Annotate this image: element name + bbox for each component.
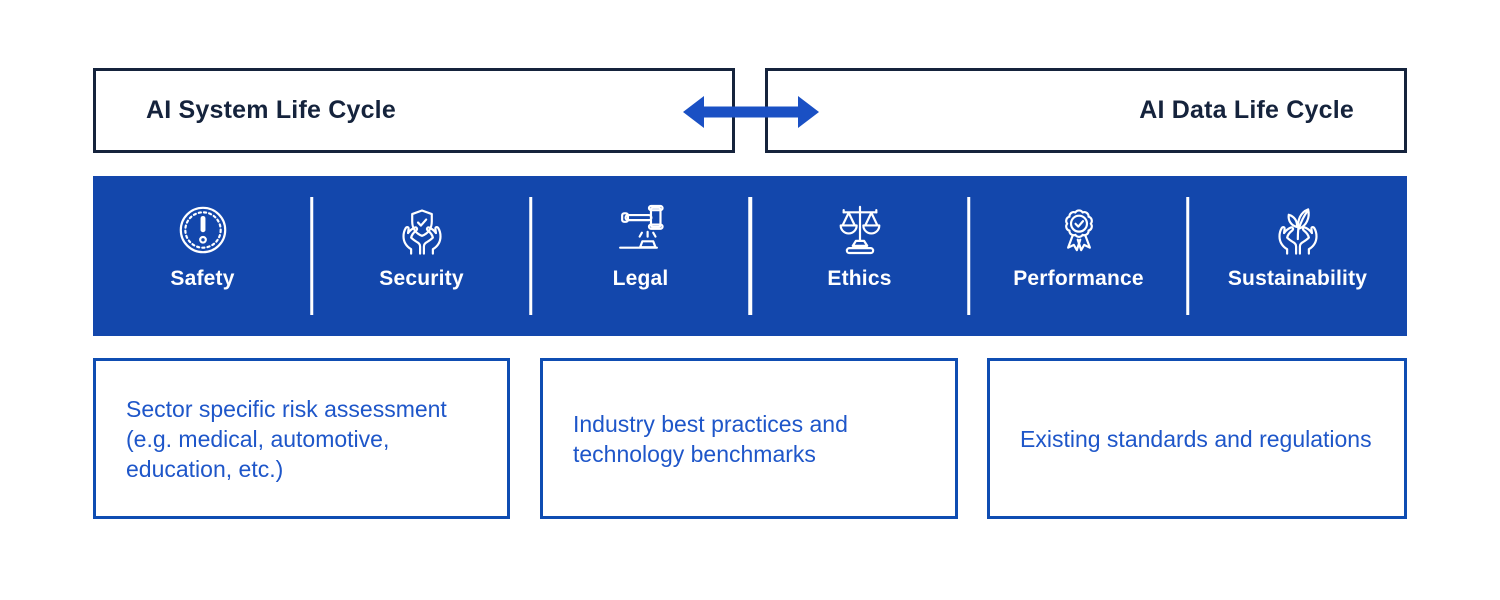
band-divider bbox=[967, 197, 971, 315]
pillar-safety: Safety bbox=[93, 176, 312, 336]
note-text: Industry best practices and technology b… bbox=[573, 410, 848, 467]
band-divider bbox=[748, 197, 752, 315]
note-text: Existing standards and regulations bbox=[1020, 425, 1372, 452]
gavel-icon bbox=[618, 204, 664, 249]
pillar-label-legal: Legal bbox=[612, 267, 669, 290]
pillar-label-ethics: Ethics bbox=[827, 267, 892, 290]
pillar-label-sustainability: Sustainability bbox=[1227, 267, 1368, 290]
note-box-existing-standards: Existing standards and regulations bbox=[987, 358, 1407, 519]
band-divider bbox=[1186, 197, 1190, 315]
pillar-label-security: Security bbox=[379, 267, 464, 290]
hands-plant-icon bbox=[1277, 208, 1318, 255]
note-box-sector-risk: Sector specific risk assessment (e.g. me… bbox=[93, 358, 510, 519]
pillar-label-performance: Performance bbox=[1013, 267, 1144, 290]
award-badge-icon bbox=[1064, 209, 1093, 252]
pillar-performance: Performance bbox=[969, 176, 1188, 336]
note-box-industry-practices: Industry best practices and technology b… bbox=[540, 358, 958, 519]
pillar-ethics: Ethics bbox=[750, 176, 969, 336]
band-divider bbox=[310, 197, 314, 315]
note-text: Sector specific risk assessment (e.g. me… bbox=[126, 395, 447, 482]
alert-circle-icon bbox=[179, 206, 226, 254]
pillar-security: Security bbox=[312, 176, 531, 336]
balance-scale-icon bbox=[839, 205, 880, 255]
ai-data-life-cycle-box: AI Data Life Cycle bbox=[765, 68, 1407, 153]
ai-system-life-cycle-label: AI System Life Cycle bbox=[146, 96, 396, 124]
band-divider bbox=[529, 197, 533, 315]
bidirectional-arrow-icon bbox=[683, 96, 819, 128]
pillar-sustainability: Sustainability bbox=[1188, 176, 1407, 336]
pillars-band: Safety Security Lega bbox=[93, 176, 1407, 336]
ai-data-life-cycle-label: AI Data Life Cycle bbox=[1139, 96, 1354, 124]
pillar-legal: Legal bbox=[531, 176, 750, 336]
pillar-label-safety: Safety bbox=[170, 267, 235, 290]
ai-system-life-cycle-box: AI System Life Cycle bbox=[93, 68, 735, 153]
hands-shield-check-icon bbox=[401, 209, 442, 255]
